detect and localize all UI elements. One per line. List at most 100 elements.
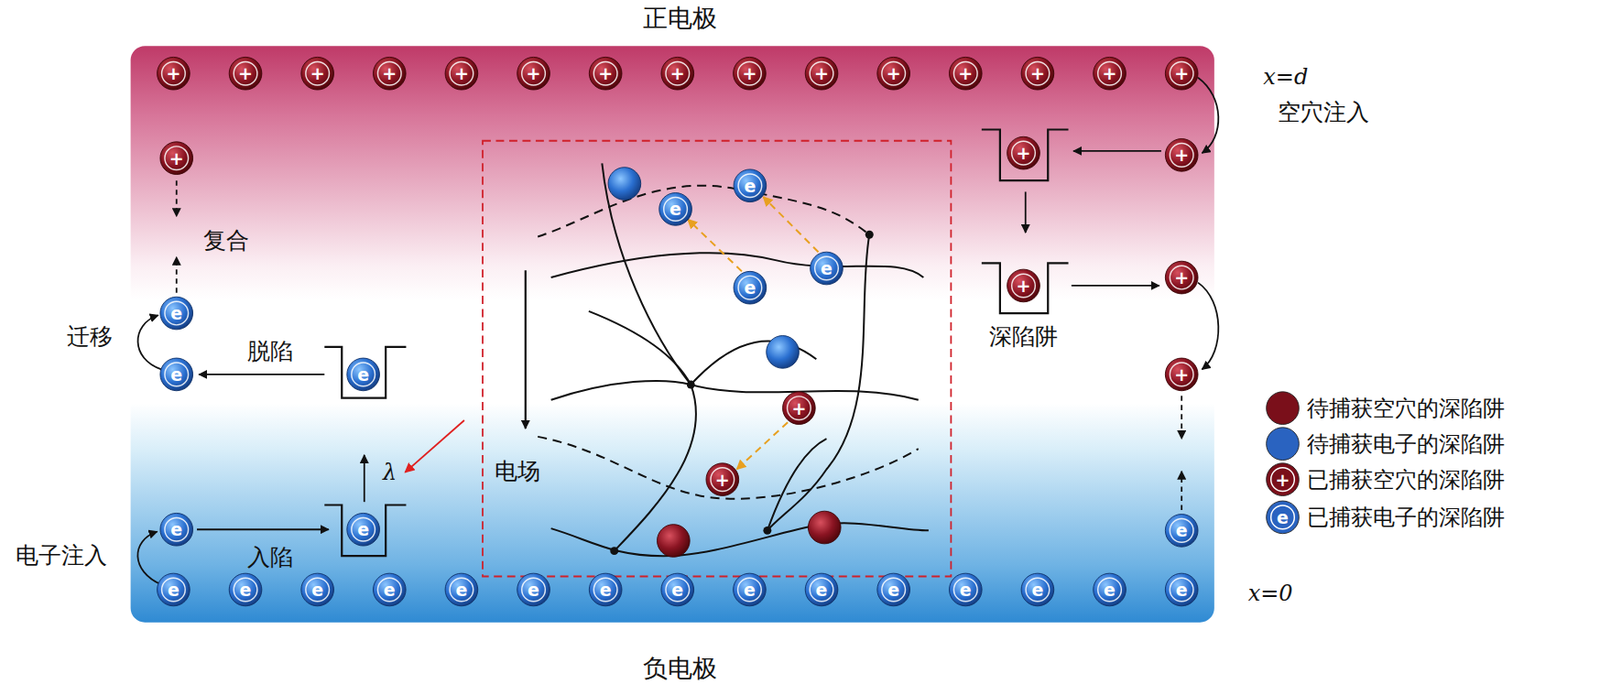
electron-trap [1021, 573, 1055, 607]
electron-trap [810, 251, 844, 285]
electron-trap [157, 573, 191, 607]
hole-trap [160, 141, 194, 175]
charge-symbol: + [957, 64, 973, 84]
charge-symbol: e [455, 580, 468, 600]
charge-symbol: e [170, 304, 183, 324]
hole-trap [228, 56, 262, 90]
electron-trap [1164, 573, 1198, 607]
charge-symbol: e [671, 580, 684, 600]
charge-symbol: e [383, 580, 396, 600]
charge-symbol: + [381, 64, 397, 84]
charge-symbol: + [814, 64, 829, 84]
legend-swatch-ring [1271, 468, 1296, 492]
charge-symbol: e [816, 580, 828, 600]
charge-symbol: + [886, 64, 902, 84]
dielectric-background [130, 45, 1215, 623]
empty-trap [608, 167, 642, 201]
hole-trap [372, 56, 406, 90]
charge-symbol: e [167, 580, 180, 600]
charge-symbol: e [1175, 521, 1188, 541]
electron-trap [301, 573, 335, 607]
hole-trap [1007, 269, 1041, 303]
charge-symbol: e [1276, 507, 1289, 527]
charge-symbol: + [1275, 469, 1291, 490]
electron-trap [661, 573, 695, 607]
charge-symbol: e [743, 278, 756, 298]
charge-symbol: + [1174, 145, 1189, 165]
hole-trap [157, 56, 191, 90]
label-text: 复合 [203, 228, 250, 254]
charge-symbol: + [1016, 276, 1032, 296]
hopping-arrows [687, 196, 819, 469]
charge-symbol: + [1030, 64, 1045, 84]
electron-trap [1093, 573, 1127, 607]
hole-trap [445, 56, 479, 90]
charge-symbol: e [669, 199, 682, 219]
hole-trap [1164, 56, 1198, 90]
hole-trap [877, 56, 911, 90]
label-text: 正电极 [642, 4, 718, 33]
trap-wells [324, 129, 1068, 556]
label-text: 空穴注入 [1277, 99, 1370, 126]
legend-swatch-ring [1271, 505, 1296, 530]
hole-trap [1164, 261, 1198, 294]
electron-trap [372, 573, 406, 607]
electron-trap [347, 358, 381, 392]
charge-symbol: e [599, 580, 612, 600]
empty-trap [766, 336, 800, 370]
charge-symbol: e [820, 259, 833, 279]
legend-swatch [1266, 391, 1300, 425]
label-text: 迁移 [66, 324, 113, 350]
label-text: λ [382, 460, 397, 485]
electron-trap [877, 573, 911, 607]
legend-text: 待捕获空穴的深陷阱 [1306, 395, 1505, 420]
hole-trap [1007, 136, 1041, 170]
electron-trap [347, 512, 381, 546]
charge-symbol: e [743, 175, 756, 196]
zoom-box [482, 141, 951, 577]
charge-symbol: + [598, 64, 613, 84]
hole-trap [517, 56, 551, 90]
charge-symbol: e [1175, 580, 1188, 600]
label-text: x=0 [1248, 581, 1294, 606]
charge-symbol: + [165, 64, 181, 84]
charge-symbol: + [741, 64, 757, 84]
label-text: 电场 [494, 458, 541, 485]
charge-symbol: e [887, 580, 900, 600]
electron-trap [517, 573, 551, 607]
charge-symbol: e [959, 580, 972, 600]
hole-trap [948, 56, 982, 90]
electron-trap [1164, 514, 1198, 548]
process-arrows [137, 77, 1219, 586]
legend-swatch [1266, 500, 1300, 534]
charge-symbol: + [1174, 364, 1189, 384]
charge-symbol: e [239, 580, 252, 600]
label-text: 入陷 [247, 545, 294, 572]
chain-junctions [609, 230, 873, 556]
label-text: 脱陷 [247, 339, 294, 366]
hole-trap [733, 56, 767, 90]
charge-symbol: + [238, 64, 253, 84]
label-text: 负电极 [642, 654, 718, 683]
empty-trap [807, 511, 841, 545]
electron-trap [805, 573, 839, 607]
callout-arrow [404, 420, 465, 473]
charge-symbol: + [310, 64, 326, 84]
electron-trap [160, 296, 194, 330]
hole-trap [588, 56, 622, 90]
hole-trap [1021, 56, 1055, 90]
label-text: x=d [1262, 64, 1308, 88]
hole-trap [661, 56, 695, 90]
label-text: 电子注入 [15, 543, 108, 569]
legend-swatch [1266, 427, 1300, 461]
electron-trap [228, 573, 262, 607]
charge-symbol: e [311, 580, 324, 600]
polymer-chains [537, 163, 929, 556]
hole-trap [706, 463, 740, 497]
electron-trap [160, 512, 194, 546]
legend-text: 已捕获电子的深陷阱 [1306, 505, 1505, 530]
charge-symbol: e [1103, 580, 1116, 600]
hole-trap [1164, 358, 1198, 392]
label-text: 深陷阱 [989, 324, 1058, 350]
